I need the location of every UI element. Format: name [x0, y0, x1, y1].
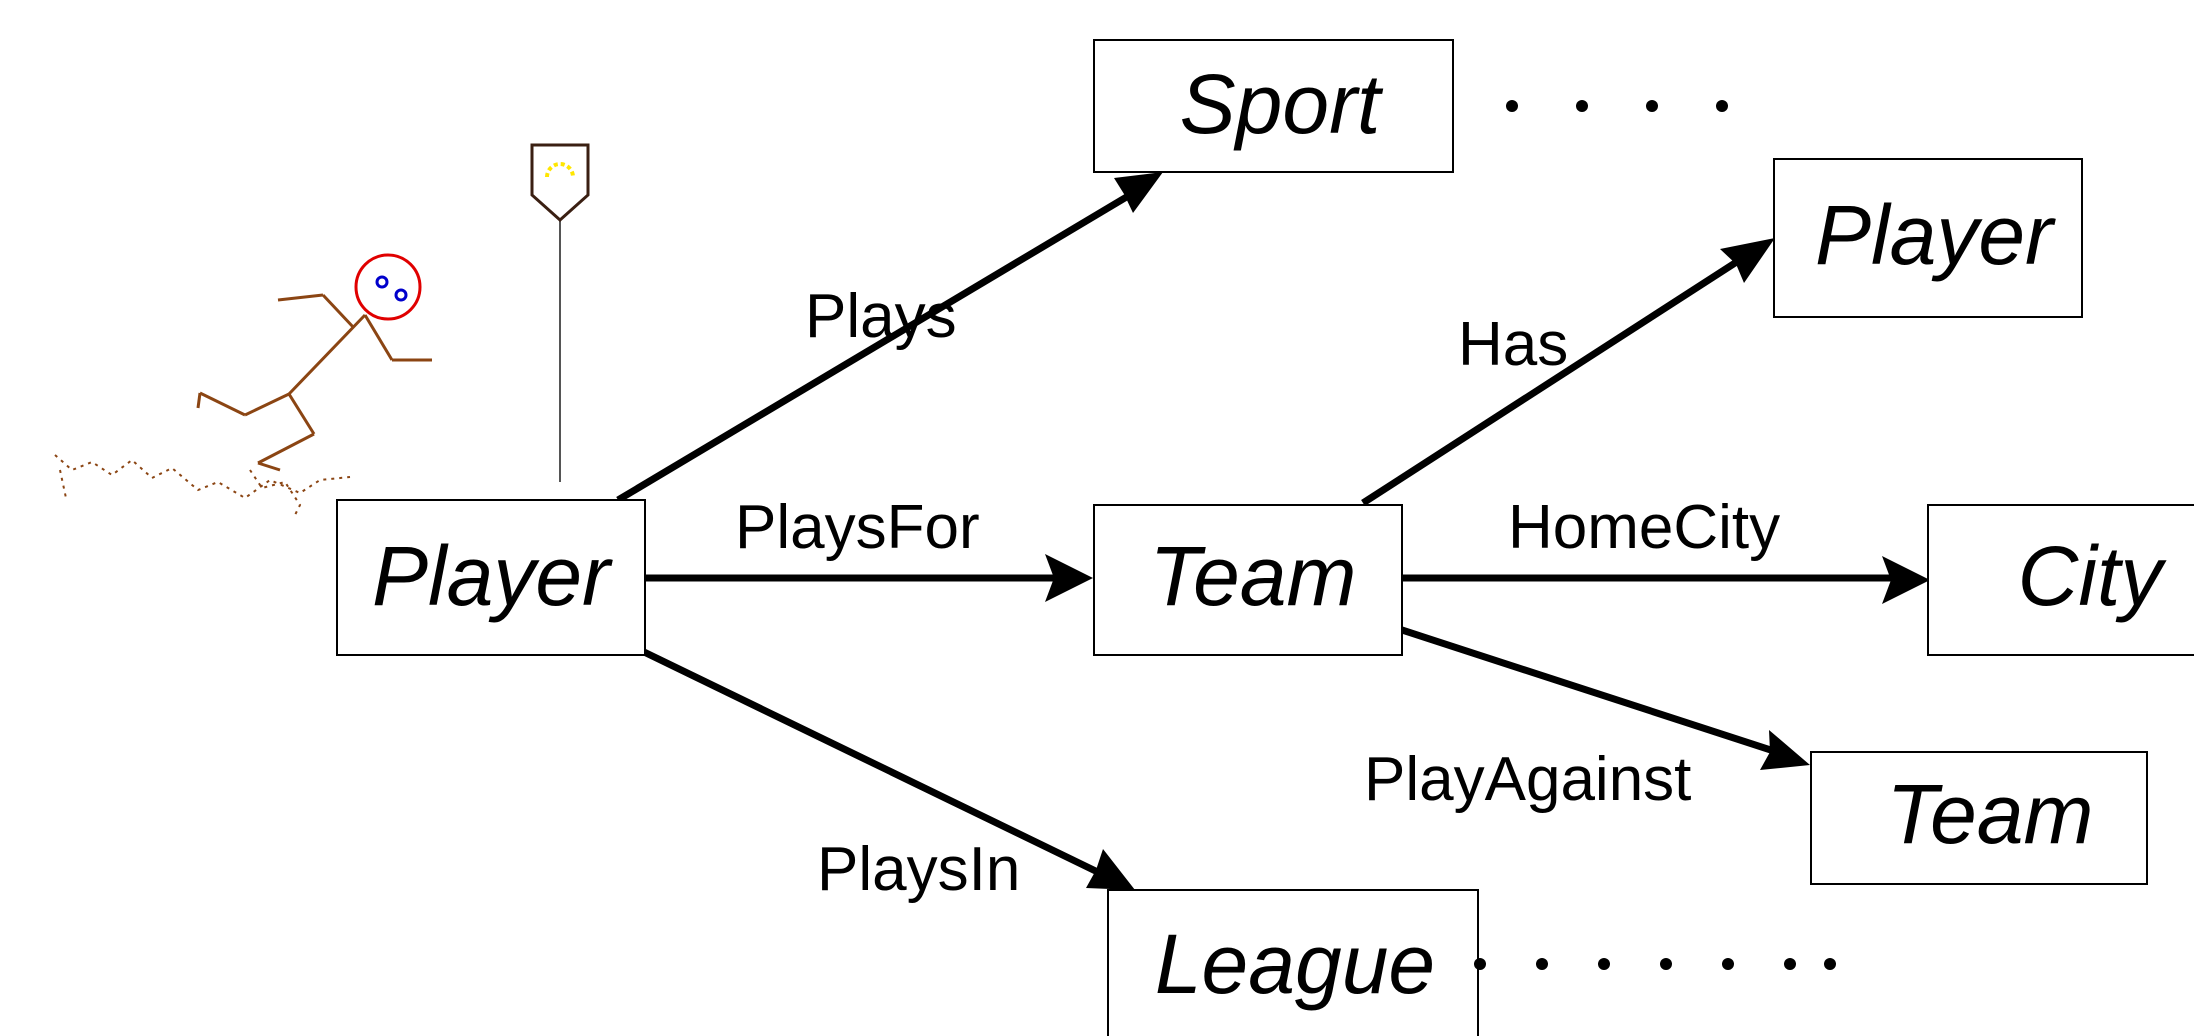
node-player-right: Player — [1773, 158, 2083, 318]
edge-playsfor: PlaysFor — [645, 493, 1093, 602]
node-sport-label: Sport — [1180, 57, 1384, 151]
edge-plays-line — [616, 179, 1152, 504]
node-league-label: League — [1155, 917, 1435, 1011]
node-player-main: Player — [336, 499, 646, 656]
edge-has-arrowhead — [1720, 238, 1775, 283]
edge-plays-arrowhead — [1114, 172, 1163, 213]
node-player-right-label: Player — [1815, 188, 2056, 282]
edge-playagainst: PlayAgainst — [1364, 626, 1810, 814]
node-player-main-label: Player — [372, 529, 613, 623]
edge-homecity-arrowhead — [1882, 556, 1930, 604]
edge-label-homecity: HomeCity — [1508, 493, 1780, 562]
edge-has: Has — [1361, 238, 1775, 506]
edge-label-playsin: PlaysIn — [817, 835, 1020, 904]
edge-label-playsfor: PlaysFor — [735, 493, 980, 562]
stick-figure-runner-icon — [54, 253, 432, 516]
edge-playsin-line — [640, 647, 1112, 882]
edge-playsfor-arrowhead — [1045, 554, 1093, 602]
edge-label-has: Has — [1458, 310, 1568, 379]
node-city: City — [1927, 504, 2194, 656]
node-team-right-label: Team — [1886, 767, 2093, 861]
sport-continuation-ellipsis — [1506, 100, 1728, 112]
node-sport: Sport — [1093, 39, 1454, 173]
edge-label-plays: Plays — [805, 282, 957, 351]
node-team-main-label: Team — [1149, 529, 1356, 623]
node-team-main: Team — [1093, 504, 1403, 656]
flag-pole-icon — [530, 143, 590, 482]
league-continuation-ellipsis — [1474, 958, 1836, 970]
edge-playsin-arrowhead — [1086, 849, 1135, 890]
node-city-label: City — [2018, 529, 2168, 623]
edge-playsin: PlaysIn — [640, 647, 1135, 904]
edge-playagainst-arrowhead — [1760, 730, 1810, 770]
edge-playagainst-line — [1400, 626, 1782, 757]
node-team-right: Team — [1810, 751, 2148, 885]
node-league: League — [1107, 889, 1479, 1036]
edge-plays: Plays — [616, 172, 1163, 504]
edge-has-line — [1361, 249, 1754, 506]
edge-homecity: HomeCity — [1402, 493, 1930, 604]
edge-label-playagainst: PlayAgainst — [1364, 745, 1691, 814]
